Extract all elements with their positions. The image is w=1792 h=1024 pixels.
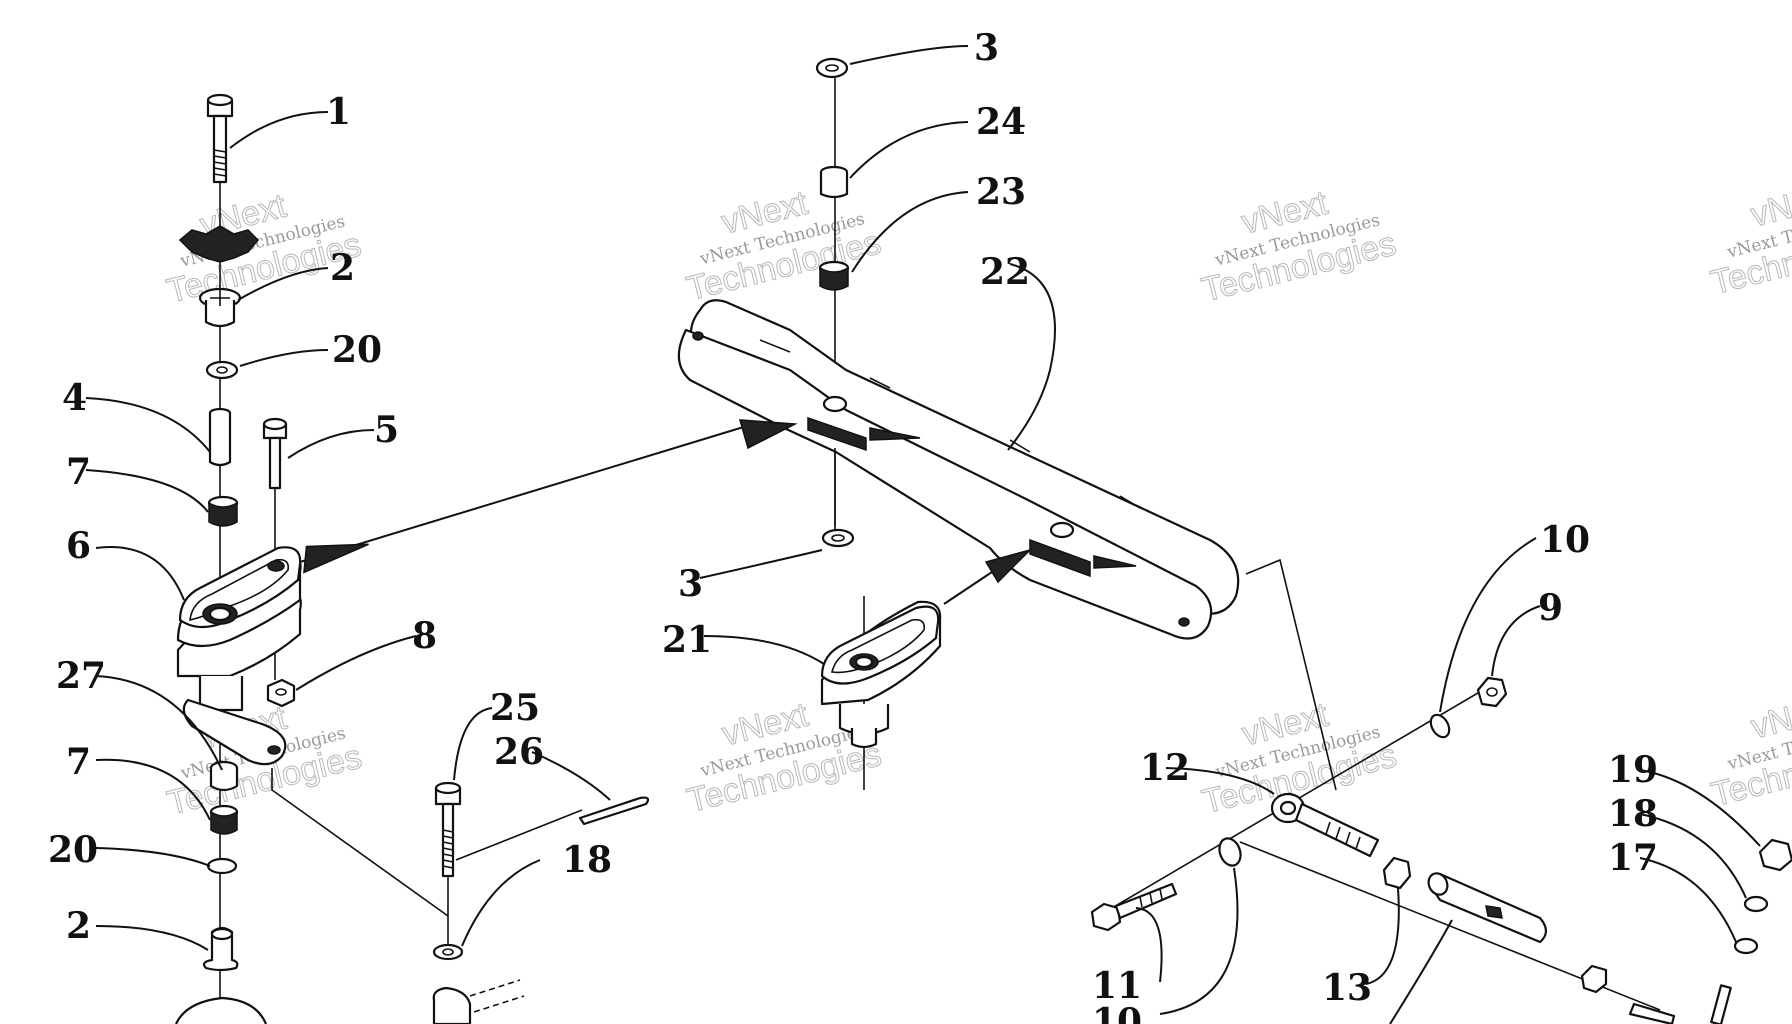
part-nut-lower — [1580, 964, 1608, 994]
callout-11: 11 — [1092, 965, 1142, 1007]
part-10-washer-lower — [1218, 837, 1242, 867]
callout-labels: 1 2 20 4 5 7 6 8 27 7 20 2 25 26 18 3 24… — [48, 27, 1658, 1024]
part-25-bolt — [434, 781, 462, 945]
part-8-nut — [266, 678, 296, 708]
callout-3-top: 3 — [974, 27, 999, 69]
callout-1: 1 — [326, 91, 351, 133]
right-assembly — [1090, 676, 1792, 1024]
callout-13: 13 — [1322, 967, 1372, 1009]
cotter-pin-guide — [455, 809, 583, 861]
part-7-bushing-upper — [207, 495, 239, 527]
callout-7-lower: 7 — [66, 741, 91, 783]
part-23-spacer — [818, 260, 850, 291]
callout-17: 17 — [1608, 837, 1658, 879]
watermark-4: vNext vNext Technologies Technologies — [1707, 176, 1792, 303]
callout-24: 24 — [976, 101, 1026, 143]
part-rod-end — [1427, 872, 1548, 944]
callout-18-middle: 18 — [562, 839, 612, 881]
callout-20-upper: 20 — [332, 329, 382, 371]
part-2-bushing-top — [198, 287, 242, 328]
callout-10-lower: 10 — [1092, 1001, 1142, 1024]
part-7-bushing-lower — [209, 804, 239, 835]
part-6-bracket — [176, 546, 302, 766]
part-fragment-lower — [432, 979, 525, 1024]
part-19-nut — [1758, 838, 1792, 872]
callout-3-lower: 3 — [678, 563, 703, 605]
part-20-washer-lower — [206, 857, 238, 875]
callout-19: 19 — [1608, 749, 1658, 791]
watermark-2: vNext vNext Technologies Technologies — [682, 183, 885, 308]
part-10-washer-upper — [1429, 713, 1451, 739]
callout-22: 22 — [980, 251, 1030, 293]
callout-2-upper: 2 — [330, 247, 355, 289]
callout-5: 5 — [374, 409, 399, 451]
left-assembly — [174, 93, 449, 1024]
part-26-cotter-pin — [578, 796, 650, 826]
callout-21: 21 — [662, 619, 712, 661]
arm-link-line — [1245, 558, 1337, 791]
callout-25: 25 — [490, 687, 540, 729]
left-group-link-line — [271, 768, 449, 917]
callout-9: 9 — [1538, 587, 1563, 629]
callout-2-lower: 2 — [66, 905, 91, 947]
part-27-bushing — [209, 760, 239, 792]
watermark-3: vNext vNext Technologies Technologies — [1198, 183, 1401, 310]
part-21-bracket — [820, 596, 942, 790]
callout-6: 6 — [66, 525, 91, 567]
callout-26: 26 — [494, 731, 544, 773]
part-threaded-end — [1628, 1002, 1676, 1024]
part-2-bushing-lower — [202, 926, 239, 972]
arrow-21-to-22 — [943, 548, 1033, 605]
part-18-washer-right — [1743, 895, 1769, 913]
part-4-sleeve — [208, 407, 232, 467]
part-base-plate — [174, 996, 268, 1024]
svg-text:vNext: vNext — [1747, 688, 1792, 746]
part-24-spacer — [819, 165, 849, 199]
callout-20-lower: 20 — [48, 829, 98, 871]
leader-lines — [85, 45, 1761, 1024]
part-11-bolt — [1090, 882, 1178, 932]
middle-lower-assembly — [432, 781, 650, 1024]
part-22-swing-arm — [677, 299, 1337, 791]
arrow-6-to-22 — [299, 419, 798, 574]
part-18-washer — [432, 943, 464, 961]
part-13-nut — [1382, 856, 1412, 890]
part-right-bolt — [1710, 984, 1732, 1024]
part-3-washer-lower — [821, 448, 855, 548]
callout-4: 4 — [62, 377, 87, 419]
part-star-washer — [178, 225, 260, 263]
watermark-8: vNext vNext Technologies Technologies — [1707, 688, 1792, 815]
part-1-bolt — [206, 93, 234, 184]
callout-23: 23 — [976, 171, 1026, 213]
part-9-nut — [1476, 676, 1508, 708]
callout-18-right: 18 — [1608, 793, 1658, 835]
center-top-stack — [815, 57, 850, 530]
callout-10-upper: 10 — [1540, 519, 1590, 561]
part-12-fitting — [1270, 792, 1380, 858]
part-3-washer-top — [815, 57, 849, 79]
part-20-washer-top — [205, 360, 239, 380]
callout-8: 8 — [412, 615, 437, 657]
svg-text:vNext: vNext — [1747, 176, 1792, 234]
callout-27: 27 — [56, 655, 106, 697]
callout-7-upper: 7 — [66, 451, 91, 493]
part-17-washer — [1733, 937, 1759, 955]
callout-12: 12 — [1140, 747, 1190, 789]
